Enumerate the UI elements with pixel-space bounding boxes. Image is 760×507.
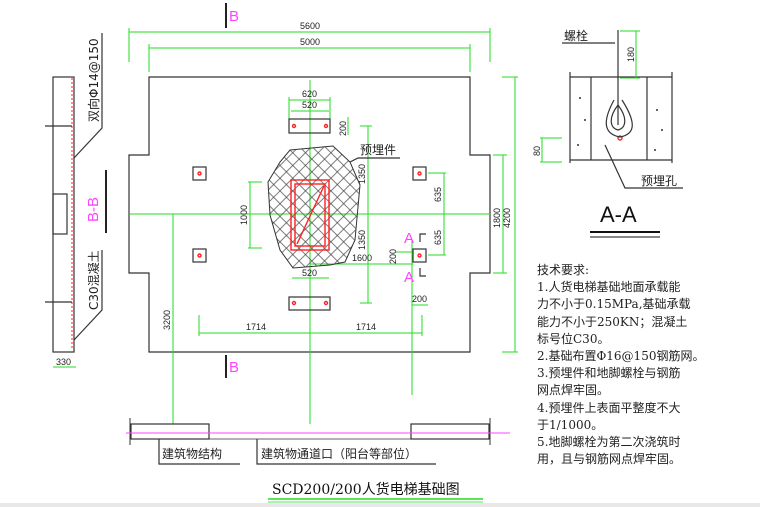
dim-635-bottom: 635 [433, 230, 443, 245]
dim-80: 80 [532, 146, 542, 156]
dim-4200: 4200 [502, 208, 512, 228]
dim-200-mid: 200 [388, 249, 398, 264]
dim-5000: 5000 [300, 37, 320, 47]
building-wall [126, 418, 510, 465]
tech-line: 3.预埋件和地脚螺栓与钢筋 [537, 366, 681, 381]
tech-heading: 技术要求: [537, 263, 590, 277]
rebar-note: 双向Φ14@150 [86, 38, 101, 122]
dim-1000: 1000 [239, 205, 249, 225]
dim-1714-left: 1714 [246, 322, 266, 332]
dim-200-bottom: 200 [412, 294, 427, 304]
section-bb-insert [52, 193, 68, 235]
concrete-note-leader [73, 250, 103, 341]
embedded-part-leader [349, 157, 400, 163]
tech-line: 力不小于0.15MPa,基础承载 [537, 297, 691, 312]
dim-1350-top: 1350 [357, 164, 367, 184]
dim-520-bottom: 520 [302, 268, 317, 278]
tech-line: 2.基础布置Φ16@150钢筋网。 [537, 349, 705, 364]
marker-a-top: A [404, 230, 414, 247]
tech-line: 能力不小于250KN；混凝土 [537, 314, 688, 329]
tech-line: 5.地脚螺栓为第二次浇筑时 [537, 435, 681, 450]
dim-180: 180 [626, 47, 636, 62]
dim-330: 330 [56, 357, 71, 367]
marker-a-bottom: A [404, 269, 414, 286]
building-structure-label: 建筑物结构 [162, 446, 222, 461]
cut-a-top-symbol [419, 233, 426, 242]
section-aa [540, 30, 683, 238]
dim-3200: 3200 [162, 310, 172, 330]
tech-line: 于1/1000。 [537, 417, 604, 432]
tech-line: 网点焊牢固。 [537, 383, 610, 398]
dim-1800: 1800 [492, 208, 502, 228]
dimension-lines [53, 28, 518, 424]
rebar-note-leader [73, 33, 103, 159]
section-aa-title: A-A [600, 202, 637, 227]
dim-620: 620 [302, 89, 317, 99]
tech-line: 标号位C30。 [537, 331, 610, 346]
bolt-plates [192, 118, 427, 311]
dim-1350-bottom: 1350 [357, 230, 367, 250]
dim-5600: 5600 [300, 21, 320, 31]
tech-line: 1.人货电梯基础地面承载能 [537, 280, 681, 295]
embedded-part-frame [290, 179, 330, 251]
dim-200-top: 200 [338, 121, 348, 136]
drawing-title: SCD200/200人货电梯基础图 [272, 481, 460, 498]
cut-a-bottom-symbol [419, 268, 426, 277]
tech-line: 用，且与钢筋网点焊牢固。 [537, 452, 682, 467]
tech-line: 4.预埋件上表面平整度不大 [537, 400, 681, 415]
dimension-texts: 5600 5000 620 520 200 1350 1350 1000 635… [56, 21, 512, 367]
marker-b-top: B [229, 8, 239, 25]
embedded-part-diagonal [296, 185, 325, 245]
marker-b-bottom: B [229, 359, 239, 376]
building-passage-label: 建筑物通道口（阳台等部位） [261, 446, 417, 461]
marker-bb: B-B [85, 197, 102, 222]
dim-520-top: 520 [302, 100, 317, 110]
bolt-label: 螺栓 [564, 28, 588, 43]
embedded-part-inner [294, 183, 326, 247]
dim-1714-right: 1714 [356, 322, 376, 332]
section-bb-outline [52, 76, 75, 353]
dim-635-top: 635 [433, 187, 443, 202]
embedded-hole-label: 预埋孔 [641, 174, 677, 188]
foundation-outline [128, 76, 491, 353]
bottom-bar [0, 503, 760, 507]
dim-1600: 1600 [352, 253, 372, 263]
embedded-part-label: 预埋件 [360, 143, 396, 157]
concrete-note: C30混凝土 [86, 250, 101, 310]
tech-requirements: 技术要求: 1.人货电梯基础地面承载能 力不小于0.15MPa,基础承载 能力不… [537, 262, 704, 468]
